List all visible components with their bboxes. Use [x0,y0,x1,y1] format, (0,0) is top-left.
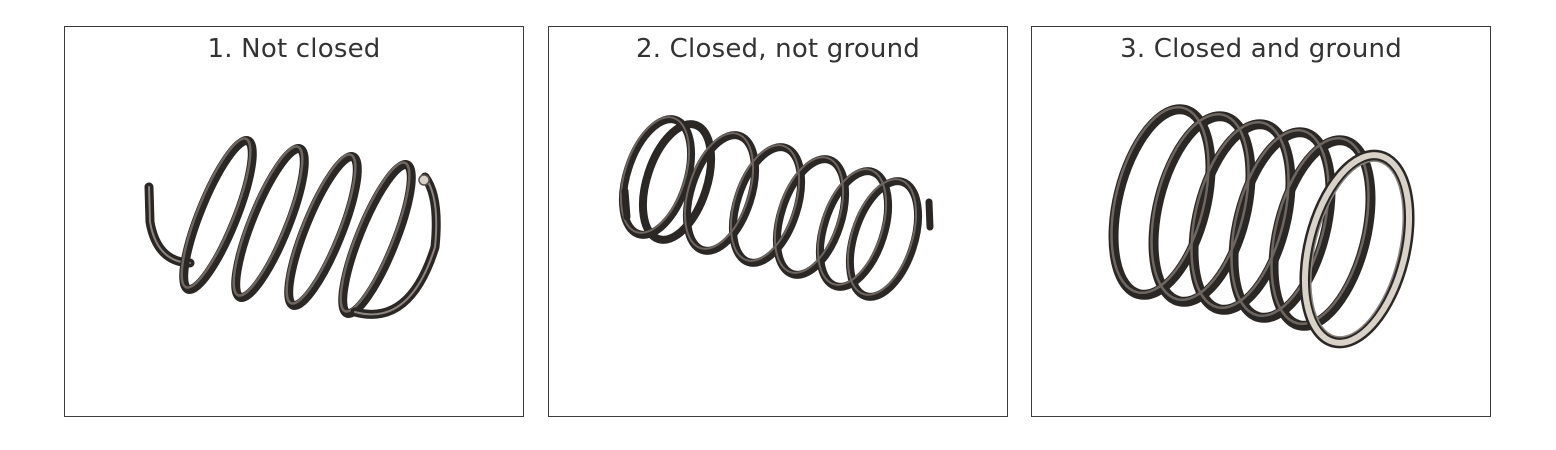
spring-closed-not-ground-illustration [618,115,934,301]
spring-not-closed-image [144,136,441,319]
panel-title: 2. Closed, not ground [636,34,920,64]
spring-panel-closed-not-ground: 2. Closed, not ground [548,26,1008,417]
panel-title: 1. Not closed [207,34,381,64]
spring-closed-not-ground-image [618,115,934,301]
spring-not-closed-illustration [144,136,441,319]
spring-panel-closed-and-ground: 3. Closed and ground [1031,26,1491,417]
panel-title: 3. Closed and ground [1120,34,1402,64]
spring-closed-and-ground-image [1108,104,1415,349]
spring-closed-and-ground-illustration [1108,104,1415,349]
spring-panel-not-closed: 1. Not closed [64,26,524,417]
